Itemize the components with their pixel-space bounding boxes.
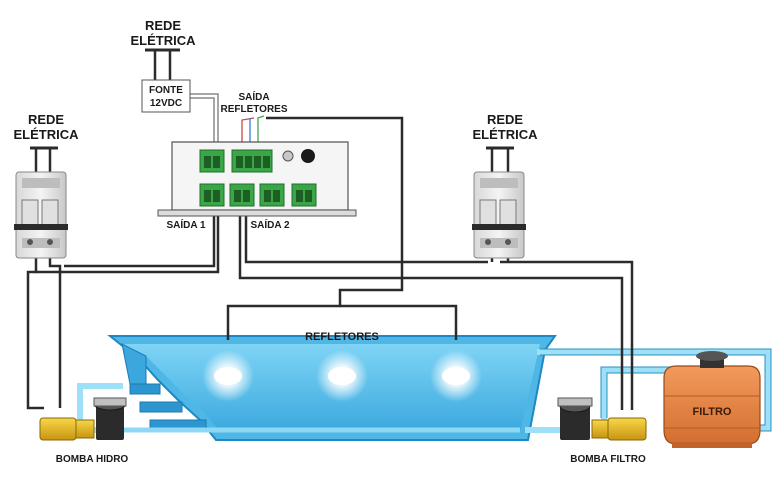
pump-hidro bbox=[39, 397, 127, 441]
bomba-hidro-label: BOMBA HIDRO bbox=[56, 454, 129, 465]
reflector-light-2 bbox=[316, 350, 368, 402]
fonte-line1: FONTE bbox=[149, 85, 183, 96]
rede-top-line1: REDE bbox=[145, 18, 181, 33]
terminal-saida3 bbox=[259, 183, 285, 207]
power-source-top: REDE ELÉTRICA bbox=[131, 18, 197, 52]
sand-filter: FILTRO bbox=[663, 351, 761, 448]
water-pipes-outline bbox=[540, 348, 772, 432]
filtro-label: FILTRO bbox=[693, 406, 732, 418]
rede-top-line2: ELÉTRICA bbox=[131, 33, 197, 48]
rede-right-line1: REDE bbox=[487, 112, 523, 127]
reflector-lights bbox=[202, 350, 482, 402]
rede-left-line1: REDE bbox=[28, 112, 64, 127]
saida-refletores-line1: SAÍDA bbox=[238, 90, 269, 103]
terminal-saida2 bbox=[229, 183, 255, 207]
fonte-line2: 12VDC bbox=[150, 98, 182, 109]
button-icon bbox=[301, 149, 315, 163]
breaker-left: REDE ELÉTRICA bbox=[14, 112, 80, 259]
terminal-power bbox=[199, 149, 225, 173]
terminal-saida4 bbox=[291, 183, 317, 207]
reflector-light-3 bbox=[430, 350, 482, 402]
saida1-label: SAÍDA 1 bbox=[166, 218, 206, 231]
breaker-right: REDE ELÉTRICA bbox=[472, 112, 539, 259]
terminal-reflectors bbox=[231, 149, 273, 173]
pump-filtro bbox=[557, 397, 647, 441]
refletores-label: REFLETORES bbox=[305, 331, 379, 343]
fuse-icon bbox=[282, 150, 294, 162]
saida2-label: SAÍDA 2 bbox=[250, 218, 290, 231]
rede-left-line2: ELÉTRICA bbox=[14, 127, 80, 142]
terminal-saida1 bbox=[199, 183, 225, 207]
power-supply: FONTE 12VDC bbox=[141, 79, 191, 113]
bomba-filtro-label: BOMBA FILTRO bbox=[570, 454, 646, 465]
rede-right-line2: ELÉTRICA bbox=[473, 127, 539, 142]
saida-refletores-line2: REFLETORES bbox=[220, 104, 287, 115]
controller-box bbox=[157, 141, 357, 217]
wires bbox=[26, 50, 634, 410]
reflector-light-1 bbox=[202, 350, 254, 402]
